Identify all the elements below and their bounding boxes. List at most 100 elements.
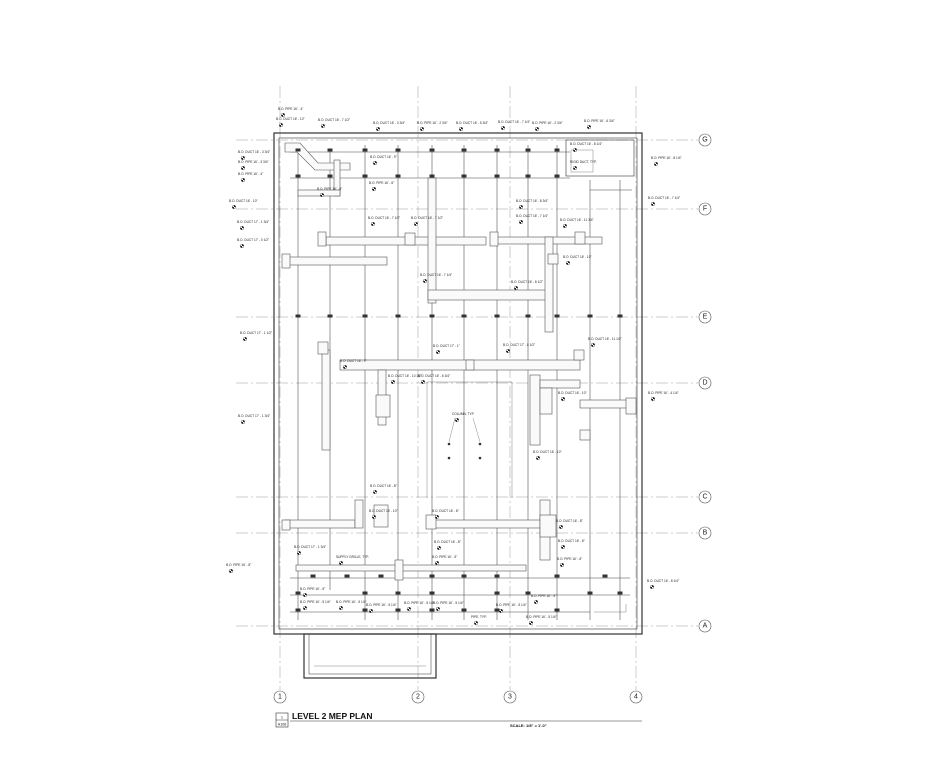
callout-tag: B.O. PIPE 16' - 6" xyxy=(369,181,394,191)
callout-tag: B.O. PIPE 16' - 5" xyxy=(432,555,457,566)
callout-text: B.O. DUCT 16' - 8 1/2" xyxy=(511,280,543,284)
pipe-fitting xyxy=(525,174,531,178)
grid-bubble-label: C xyxy=(702,494,707,501)
pipe-fitting xyxy=(344,574,350,578)
callout-tag: RIGID DUCT, TYP. xyxy=(570,160,597,170)
spot-elevation-icon xyxy=(321,123,326,128)
spot-elevation-icon xyxy=(437,546,442,551)
callout-tag: B.O. DUCT 16' - 8 3/4" xyxy=(516,199,548,209)
callout-text: B.O. DUCT 16' - 6 3/4" xyxy=(418,374,450,378)
pipe-fitting xyxy=(429,608,435,612)
grid-bubble-label: 1 xyxy=(278,694,282,701)
spot-elevation-icon xyxy=(563,223,568,228)
callout-tag: B.O. DUCT 16' - 8" xyxy=(556,519,583,530)
pipe-runs-horizontal xyxy=(290,151,632,613)
spot-elevation-icon xyxy=(651,397,656,402)
callout-text: B.O. PIPE 16' - 5" xyxy=(531,594,556,598)
drawing-scale: SCALE: 1/8" = 1'-0" xyxy=(510,723,547,728)
pipe-fitting xyxy=(295,608,301,612)
building-walls xyxy=(273,132,643,679)
pipe-fitting xyxy=(554,148,560,152)
exterior-wall-inner xyxy=(278,137,638,630)
duct-segment xyxy=(354,499,364,529)
callout-text: B.O. PIPE 16' - 8" xyxy=(317,187,342,191)
spot-elevation-icon xyxy=(459,126,464,131)
callout-text: B.O. DUCT 16' - 8 1/4" xyxy=(570,142,602,146)
grid-bubble-label: 4 xyxy=(634,694,638,701)
grid-bubble-1: 1 xyxy=(273,690,287,704)
callout-text: B.O. DUCT 16' - 10" xyxy=(558,391,587,395)
pipe-fitting xyxy=(494,608,500,612)
callout-tag: B.O. PIPE 16' - 8" xyxy=(317,187,342,197)
duct-segment xyxy=(427,177,437,304)
callout-tag: B.O. DUCT 16' - 9" xyxy=(370,155,397,165)
callout-tag: B.O. PIPE 16' - 4" xyxy=(238,172,263,182)
pipe-fitting xyxy=(327,314,333,318)
callout-text: B.O. PIPE 16' - 2 3/4" xyxy=(532,121,563,125)
callout-text: B.O. DUCT 16' - 7 1/2" xyxy=(411,216,443,220)
callout-tag: B.O. PIPE 16' - 2 3/4" xyxy=(417,121,448,131)
pipe-fitting xyxy=(362,174,368,178)
callout-text: SUPPLY GRILLE, TYP. xyxy=(336,555,369,559)
callout-tag: B.O. DUCT 17' - 1 3/4" xyxy=(294,545,326,556)
callout-tag: B.O. DUCT 16' - 8" xyxy=(434,540,461,551)
callout-tag: B.O. DUCT 16' - 7 1/2" xyxy=(411,216,443,226)
spot-elevation-icon xyxy=(240,165,245,170)
supply-grille xyxy=(579,429,591,441)
callout-text: B.O. DUCT 16' - 10" xyxy=(533,450,562,454)
column-leader xyxy=(448,417,456,443)
supply-grilles xyxy=(281,231,637,538)
callout-text: B.O. DUCT 16' - 7 1/4" xyxy=(498,120,530,124)
supply-grille xyxy=(281,519,291,531)
duct-segment xyxy=(427,289,549,301)
pipe-fitting xyxy=(395,148,401,152)
grid-bubble-label: E xyxy=(703,314,708,321)
callout-text: B.O. PIPE 16' - 5 1/4" xyxy=(526,615,557,619)
grid-bubble-A: A xyxy=(698,619,712,633)
spot-elevation-icon xyxy=(654,161,659,166)
pipe-fitting xyxy=(554,574,560,578)
pipe-fitting xyxy=(554,608,560,612)
callout-text: B.O. DUCT 16' - 7 1/4" xyxy=(420,273,452,277)
grid-bubble-label: G xyxy=(702,137,707,144)
callout-tag: B.O. DUCT 17' - 0 1/2" xyxy=(503,343,535,354)
callout-tag: COLUMN, TYP. xyxy=(452,412,474,423)
spot-elevation-icon xyxy=(436,607,441,612)
spot-elevation-icon xyxy=(414,221,419,226)
spot-elevation-icon xyxy=(343,365,348,370)
callout-tag: B.O. DUCT 16' - 9" xyxy=(340,359,367,370)
grid-bubble-3: 3 xyxy=(503,690,517,704)
spot-elevation-icon xyxy=(339,561,344,566)
drawing-title: LEVEL 2 MEP PLAN xyxy=(292,711,372,721)
spot-elevation-icon xyxy=(529,621,534,626)
callout-text: COLUMN, TYP. xyxy=(452,412,474,416)
pipe-fitting xyxy=(395,174,401,178)
callout-tag: B.O. DUCT 16' - 10" xyxy=(369,509,398,520)
callout-tag: B.O. PIPE 16' - 2 3/4" xyxy=(532,121,563,131)
callout-tag: B.O. DUCT 17' - 1 1/2" xyxy=(240,331,272,342)
duct-segment xyxy=(339,359,581,371)
supply-grille xyxy=(375,394,391,418)
callout-tag: B.O. DUCT 17' - 0 1/2" xyxy=(237,238,269,248)
callout-text: B.O. DUCT 16' - 8" xyxy=(432,509,459,513)
callout-tag: B.O. DUCT 16' - 10 1/2" xyxy=(388,374,422,385)
callout-tag: B.O. DUCT 16' - 7 1/4" xyxy=(420,273,452,284)
supply-grille xyxy=(425,514,437,530)
callout-tag: B.O. DUCT 16' - 11 1/2" xyxy=(588,337,622,348)
supply-grille xyxy=(625,397,637,415)
spot-elevation-icon xyxy=(240,177,245,182)
pipe-fitting xyxy=(554,174,560,178)
callout-tag: B.O. PIPE 16' - 5 1/4" xyxy=(404,601,435,612)
callout-tag: B.O. DUCT 16' - 10" xyxy=(276,117,305,127)
duct-segment xyxy=(297,189,341,197)
central-wall xyxy=(426,381,513,498)
duct-segment xyxy=(284,519,356,529)
spot-elevation-icon xyxy=(339,606,344,611)
grid-bubble-F: F xyxy=(698,202,712,216)
callout-text: B.O. PIPE 16' - 4" xyxy=(238,172,263,176)
small-room-box xyxy=(570,149,594,173)
spot-elevation-icon xyxy=(506,349,511,354)
spot-elevation-icon xyxy=(455,418,460,423)
callout-text: B.O. DUCT 16' - 10" xyxy=(369,509,398,513)
callout-text: B.O. DUCT 17' - 0 1/2" xyxy=(237,238,269,242)
